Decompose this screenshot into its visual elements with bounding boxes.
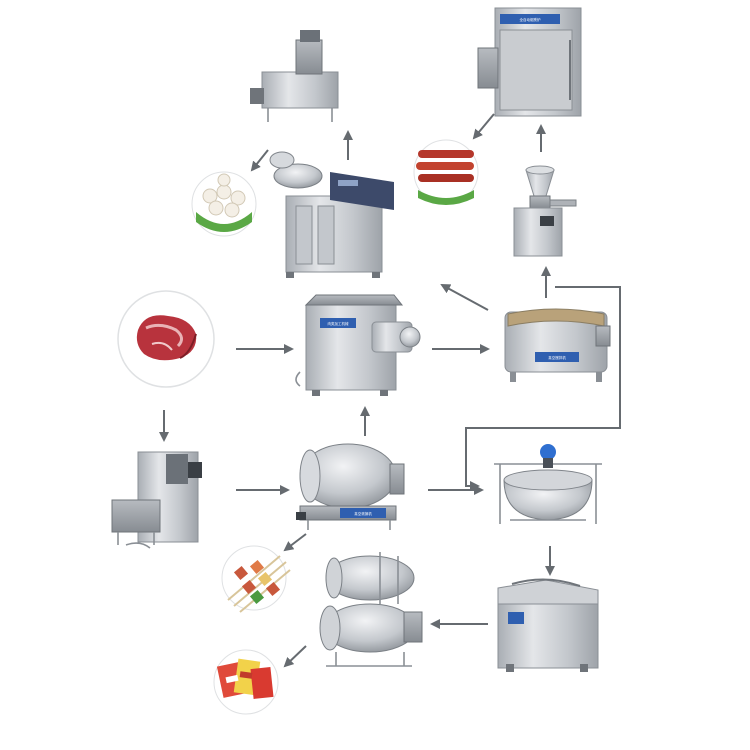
sausage-filler-icon (513, 165, 577, 257)
skewers-icon (221, 545, 291, 613)
mixer-plate-text: 真空搅拌机 (548, 355, 566, 360)
arrow-smokeoven-to-sausages (472, 113, 495, 140)
retort-sterilizer-icon (319, 552, 423, 667)
tumbler-plate-text: 真空滚揉机 (354, 511, 372, 516)
vacuum-tumbler-icon: 真空滚揉机 (296, 443, 405, 530)
sausages-icon (413, 139, 479, 205)
smokeoven-plate-text: 全自动烟熏炉 (520, 17, 541, 22)
smoke-oven-icon: 全自动烟熏炉 (477, 7, 582, 117)
arrow-retort-to-snacks (283, 645, 307, 668)
jacketed-kettle-icon (494, 444, 602, 524)
arrow-bowlcutter-to-meatballs (250, 149, 269, 172)
flow-arrows (159, 113, 621, 668)
meatball-former-icon (250, 30, 339, 122)
arrow-mixer-to-kettle (465, 286, 621, 491)
arrow-mixer-to-bowlcutter (440, 284, 489, 311)
arrow-tumbler-to-skewers (283, 533, 307, 552)
packaged-snacks-icon (213, 649, 279, 715)
grinder-plate-text: 肉类加工机械 (328, 321, 349, 326)
raw-meat-icon (117, 290, 215, 388)
bowl-cutter-icon (269, 151, 394, 278)
meatballs-icon (191, 171, 257, 237)
brine-injector-icon (111, 451, 202, 549)
meat-grinder-icon: 肉类加工机械 (295, 294, 421, 396)
vacuum-mixer-icon: 真空搅拌机 (504, 308, 611, 382)
vacuum-packer-icon (497, 578, 599, 672)
